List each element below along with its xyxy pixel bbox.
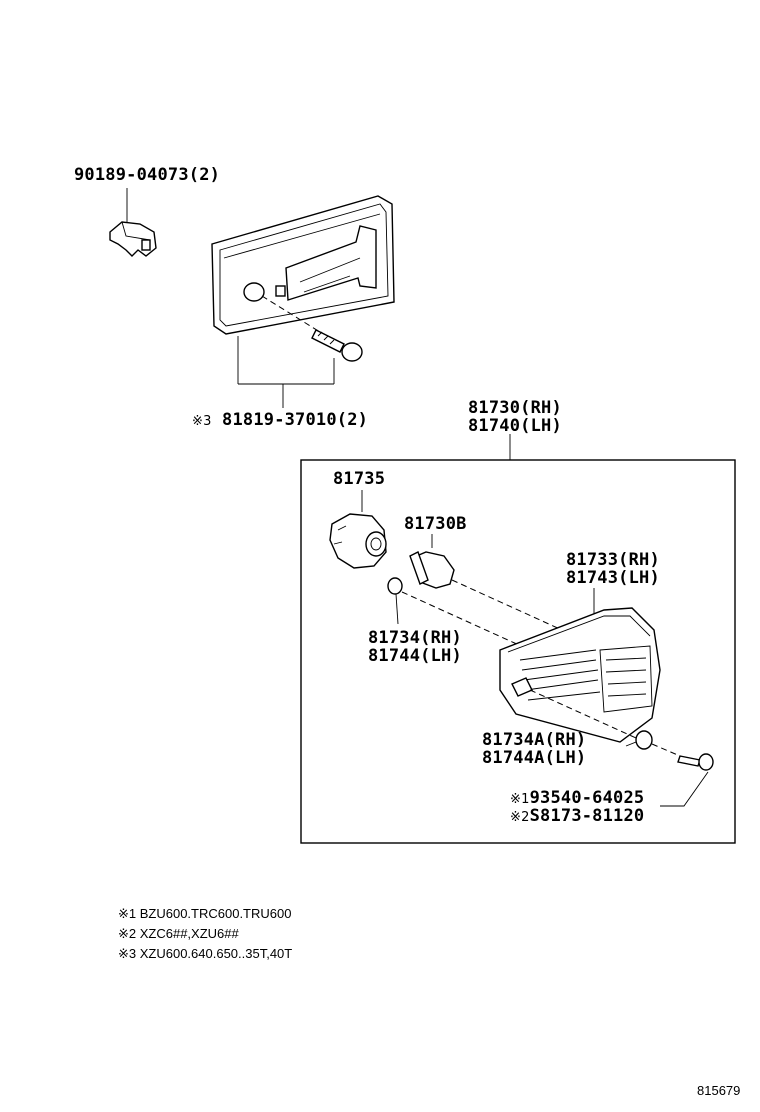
gasket-a-lh-number: 81744A(LH) [482,748,587,768]
socket-part [329,490,387,569]
bolt2-part-number: ※2S8173-81120 [510,807,644,827]
gasket-lh-number: 81744(LH) [368,646,462,666]
screw-part [237,295,363,408]
assembly-rh-number: 81730(RH) [468,398,562,418]
gasket-rh-number: 81734(RH) [368,628,462,648]
lamp-housing [211,195,395,335]
gasket-a-rh-number: 81734A(RH) [482,730,587,750]
assembly-lh-number: 81740(LH) [468,416,562,436]
gasket-part [387,577,531,651]
bolt2-note-mark: ※2 [510,810,530,825]
bolt1-note-mark: ※1 [510,792,530,807]
bolt1-number: 93540-64025 [529,788,645,808]
bolt1-part-number: ※193540-64025 [510,789,644,809]
lens-rh-number: 81733(RH) [566,550,660,570]
applicability-note-2: ※2 XZC6##,XZU6## [118,926,239,941]
socket-part-number: 81735 [333,469,386,489]
clip-part [109,188,157,257]
clip-part-number: 90189-04073(2) [74,165,221,185]
screw-note-mark: ※3 [192,414,212,429]
bulb-part [409,534,563,631]
bolt2-number: S8173-81120 [529,806,645,826]
figure-id: 815679 [697,1083,741,1098]
bulb-part-number: 81730B [404,514,467,534]
screw-number: 81819-37010(2) [222,410,369,430]
bolt-part [529,689,714,807]
applicability-note-3: ※3 XZU600.640.650..35T,40T [118,946,293,961]
applicability-note-1: ※1 BZU600.TRC600.TRU600 [118,906,292,921]
lens-lh-number: 81743(LH) [566,568,660,588]
screw-part-number: ※3 81819-37010(2) [192,411,368,431]
assembly-box [300,434,736,844]
lens-part [499,588,661,743]
